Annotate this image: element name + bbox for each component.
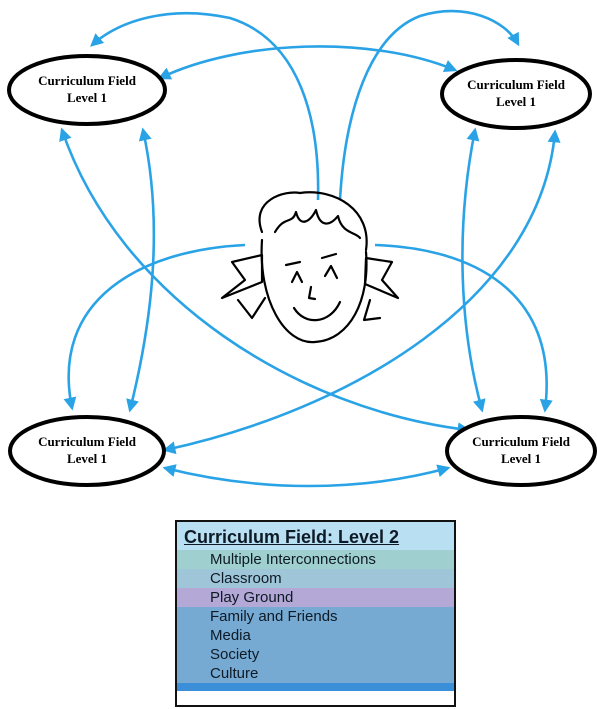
legend-box: Curriculum Field: Level 2 Multiple Inter…	[175, 520, 456, 707]
legend-title: Curriculum Field: Level 2	[177, 522, 454, 550]
arrow-top-left-bottom-left	[126, 127, 156, 413]
node-bottom-left: Curriculum Field Level 1	[8, 415, 166, 487]
node-top-left-line1: Curriculum Field	[38, 73, 137, 88]
legend-item: Classroom	[177, 569, 454, 588]
arrow-center-to-bottom-right	[374, 243, 553, 413]
arrow-bottom-left-bottom-right	[162, 464, 451, 488]
arrow-center-to-bottom-left	[63, 243, 246, 411]
node-top-left-line2: Level 1	[67, 90, 107, 105]
child-face-icon	[220, 191, 400, 344]
node-bottom-right-line2: Level 1	[501, 451, 541, 466]
node-top-left: Curriculum Field Level 1	[7, 54, 167, 126]
connection-arrows	[59, 9, 561, 488]
legend-item: Multiple Interconnections	[177, 550, 454, 569]
node-top-right-line2: Level 1	[496, 94, 536, 109]
legend-item: Culture	[177, 664, 454, 683]
node-bottom-right: Curriculum Field Level 1	[445, 415, 597, 487]
arrow-top-right-bottom-left	[162, 129, 561, 455]
curriculum-diagram: Curriculum Field Level 1 Curriculum Fiel…	[7, 9, 597, 488]
legend-bottom-band	[177, 683, 454, 691]
node-top-right-line1: Curriculum Field	[467, 77, 566, 92]
arrow-top-right-bottom-right	[461, 127, 486, 413]
node-bottom-left-line1: Curriculum Field	[38, 434, 137, 449]
node-bottom-left-line2: Level 1	[67, 451, 107, 466]
legend-item: Family and Friends	[177, 607, 454, 626]
arrow-top-left-top-right	[157, 45, 458, 80]
legend-item: Media	[177, 626, 454, 645]
legend-item: Play Ground	[177, 588, 454, 607]
legend-item: Society	[177, 645, 454, 664]
node-top-right: Curriculum Field Level 1	[440, 58, 592, 130]
node-bottom-right-line1: Curriculum Field	[472, 434, 571, 449]
